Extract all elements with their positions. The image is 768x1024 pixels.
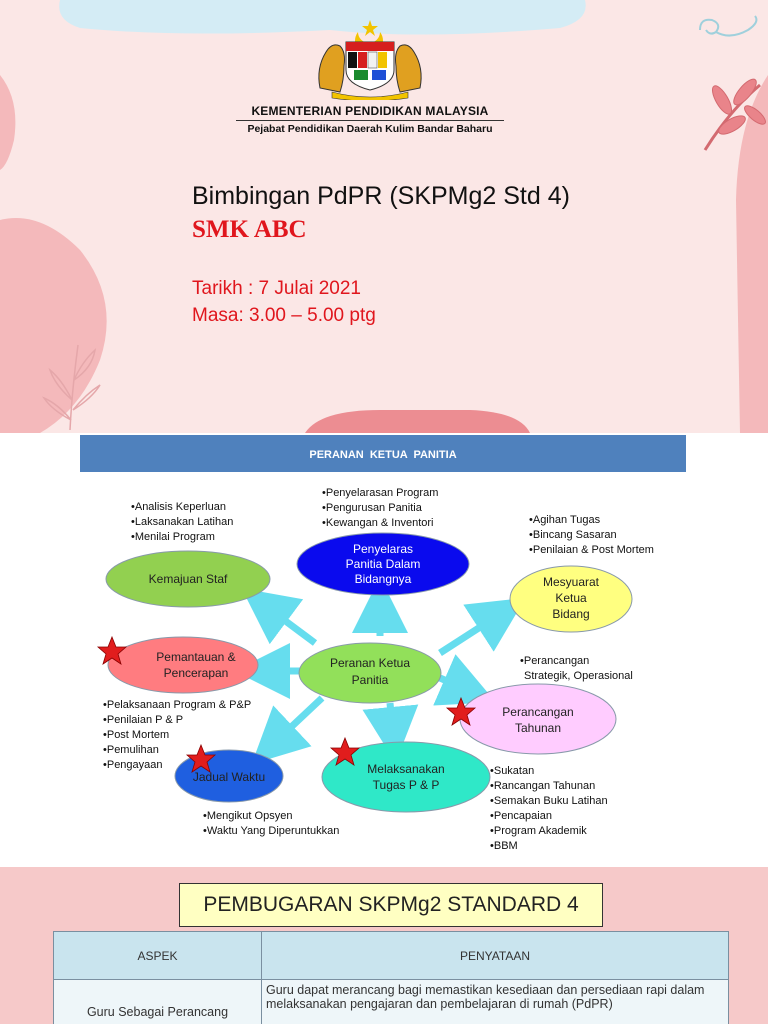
star-icon bbox=[329, 736, 361, 766]
ministry-header: KEMENTERIAN PENDIDIKAN MALAYSIA Pejabat … bbox=[230, 18, 510, 135]
divider bbox=[236, 120, 504, 121]
time-text: Masa: 3.00 – 5.00 ptg bbox=[192, 305, 376, 326]
note-mesyuarat: •Agihan Tugas •Bincang Sasaran •Penilaia… bbox=[529, 514, 654, 556]
note-perancangan: •Perancangan Strategik, Operasional bbox=[520, 655, 633, 682]
node-kemajuan-label: Kemajuan Staf bbox=[149, 572, 228, 586]
node-perancangan bbox=[459, 683, 617, 755]
note-jadual: •Mengikut Opsyen •Waktu Yang Diperuntukk… bbox=[203, 810, 339, 837]
arrow-to-mesyuarat bbox=[438, 597, 526, 656]
note-pemantauan: •Pelaksanaan Program & P&P •Penilaian P … bbox=[103, 699, 254, 771]
node-pemantauan-label: Pemantauan &Pencerapan bbox=[156, 650, 235, 680]
star-icon bbox=[185, 743, 217, 773]
coat-of-arms-icon bbox=[318, 20, 422, 100]
arrow-to-melaksanakan bbox=[362, 702, 419, 763]
district-office-name: Pejabat Pendidikan Daerah Kulim Bandar B… bbox=[247, 123, 493, 135]
swirl-icon bbox=[699, 15, 758, 37]
school-name: SMK ABC bbox=[192, 216, 307, 243]
node-kemajuan-staf bbox=[105, 550, 271, 608]
table-cell-aspek: Guru Sebagai Perancang bbox=[53, 979, 262, 1024]
note-penyelaras: •Penyelarasan Program •Pengurusan Paniti… bbox=[322, 487, 441, 529]
branch-icon bbox=[41, 344, 101, 431]
note-kemajuan: •Analisis Keperluan •Laksanakan Latihan … bbox=[131, 501, 236, 543]
node-mesyuarat bbox=[509, 565, 633, 633]
node-center bbox=[298, 642, 442, 704]
table-cell-penyataan: Guru dapat merancang bagi memastikan kes… bbox=[261, 979, 729, 1024]
diagram-header: PERANAN KETUA PANITIA bbox=[309, 449, 456, 461]
bottom-coral-shape bbox=[305, 410, 530, 433]
node-pemantauan bbox=[107, 636, 259, 694]
left-pink-sliver bbox=[0, 75, 16, 170]
arrow-to-perancangan bbox=[433, 654, 496, 706]
decorative-background bbox=[0, 0, 768, 433]
role-diagram: PERANAN KETUA PANITIA Kemajuan Staf bbox=[80, 435, 686, 852]
node-jadual-label: Jadual Waktu bbox=[193, 770, 265, 784]
standard-title: PEMBUGARAN SKPMg2 STANDARD 4 bbox=[179, 883, 603, 927]
node-melaksanakan bbox=[321, 741, 491, 813]
star-icon bbox=[96, 635, 128, 665]
column-header-aspek: ASPEK bbox=[53, 931, 262, 980]
column-header-penyataan: PENYATAAN bbox=[261, 931, 729, 980]
diagram-header-bar bbox=[80, 435, 686, 472]
top-blue-shape bbox=[59, 0, 586, 35]
standard-slide: PEMBUGARAN SKPMg2 STANDARD 4 ASPEK PENYA… bbox=[0, 867, 768, 1024]
date-text: Tarikh : 7 Julai 2021 bbox=[192, 278, 361, 299]
leaf-icon bbox=[703, 78, 766, 151]
arrow-to-jadual bbox=[251, 695, 325, 765]
node-penyelaras bbox=[296, 532, 470, 596]
slide-title: Bimbingan PdPR (SKPMg2 Std 4) bbox=[192, 182, 570, 210]
note-melaksanakan: •Sukatan •Rancangan Tahunan •Semakan Buk… bbox=[490, 765, 611, 852]
left-pink-shape bbox=[0, 218, 107, 433]
star-icon bbox=[445, 696, 477, 726]
arrow-to-kemajuan bbox=[241, 588, 318, 646]
aspek-table: ASPEK PENYATAAN Guru Sebagai Perancang G… bbox=[53, 931, 729, 1024]
role-diagram-slide: PERANAN KETUA PANITIA Kemajuan Staf bbox=[0, 433, 768, 867]
right-pink-shape bbox=[736, 75, 768, 433]
table-row: Guru Sebagai Perancang Guru dapat meranc… bbox=[53, 979, 729, 1024]
title-slide: KEMENTERIAN PENDIDIKAN MALAYSIA Pejabat … bbox=[0, 0, 768, 433]
table-header-row: ASPEK PENYATAAN bbox=[53, 931, 729, 980]
ministry-name: KEMENTERIAN PENDIDIKAN MALAYSIA bbox=[251, 104, 489, 118]
arrows bbox=[234, 577, 526, 765]
